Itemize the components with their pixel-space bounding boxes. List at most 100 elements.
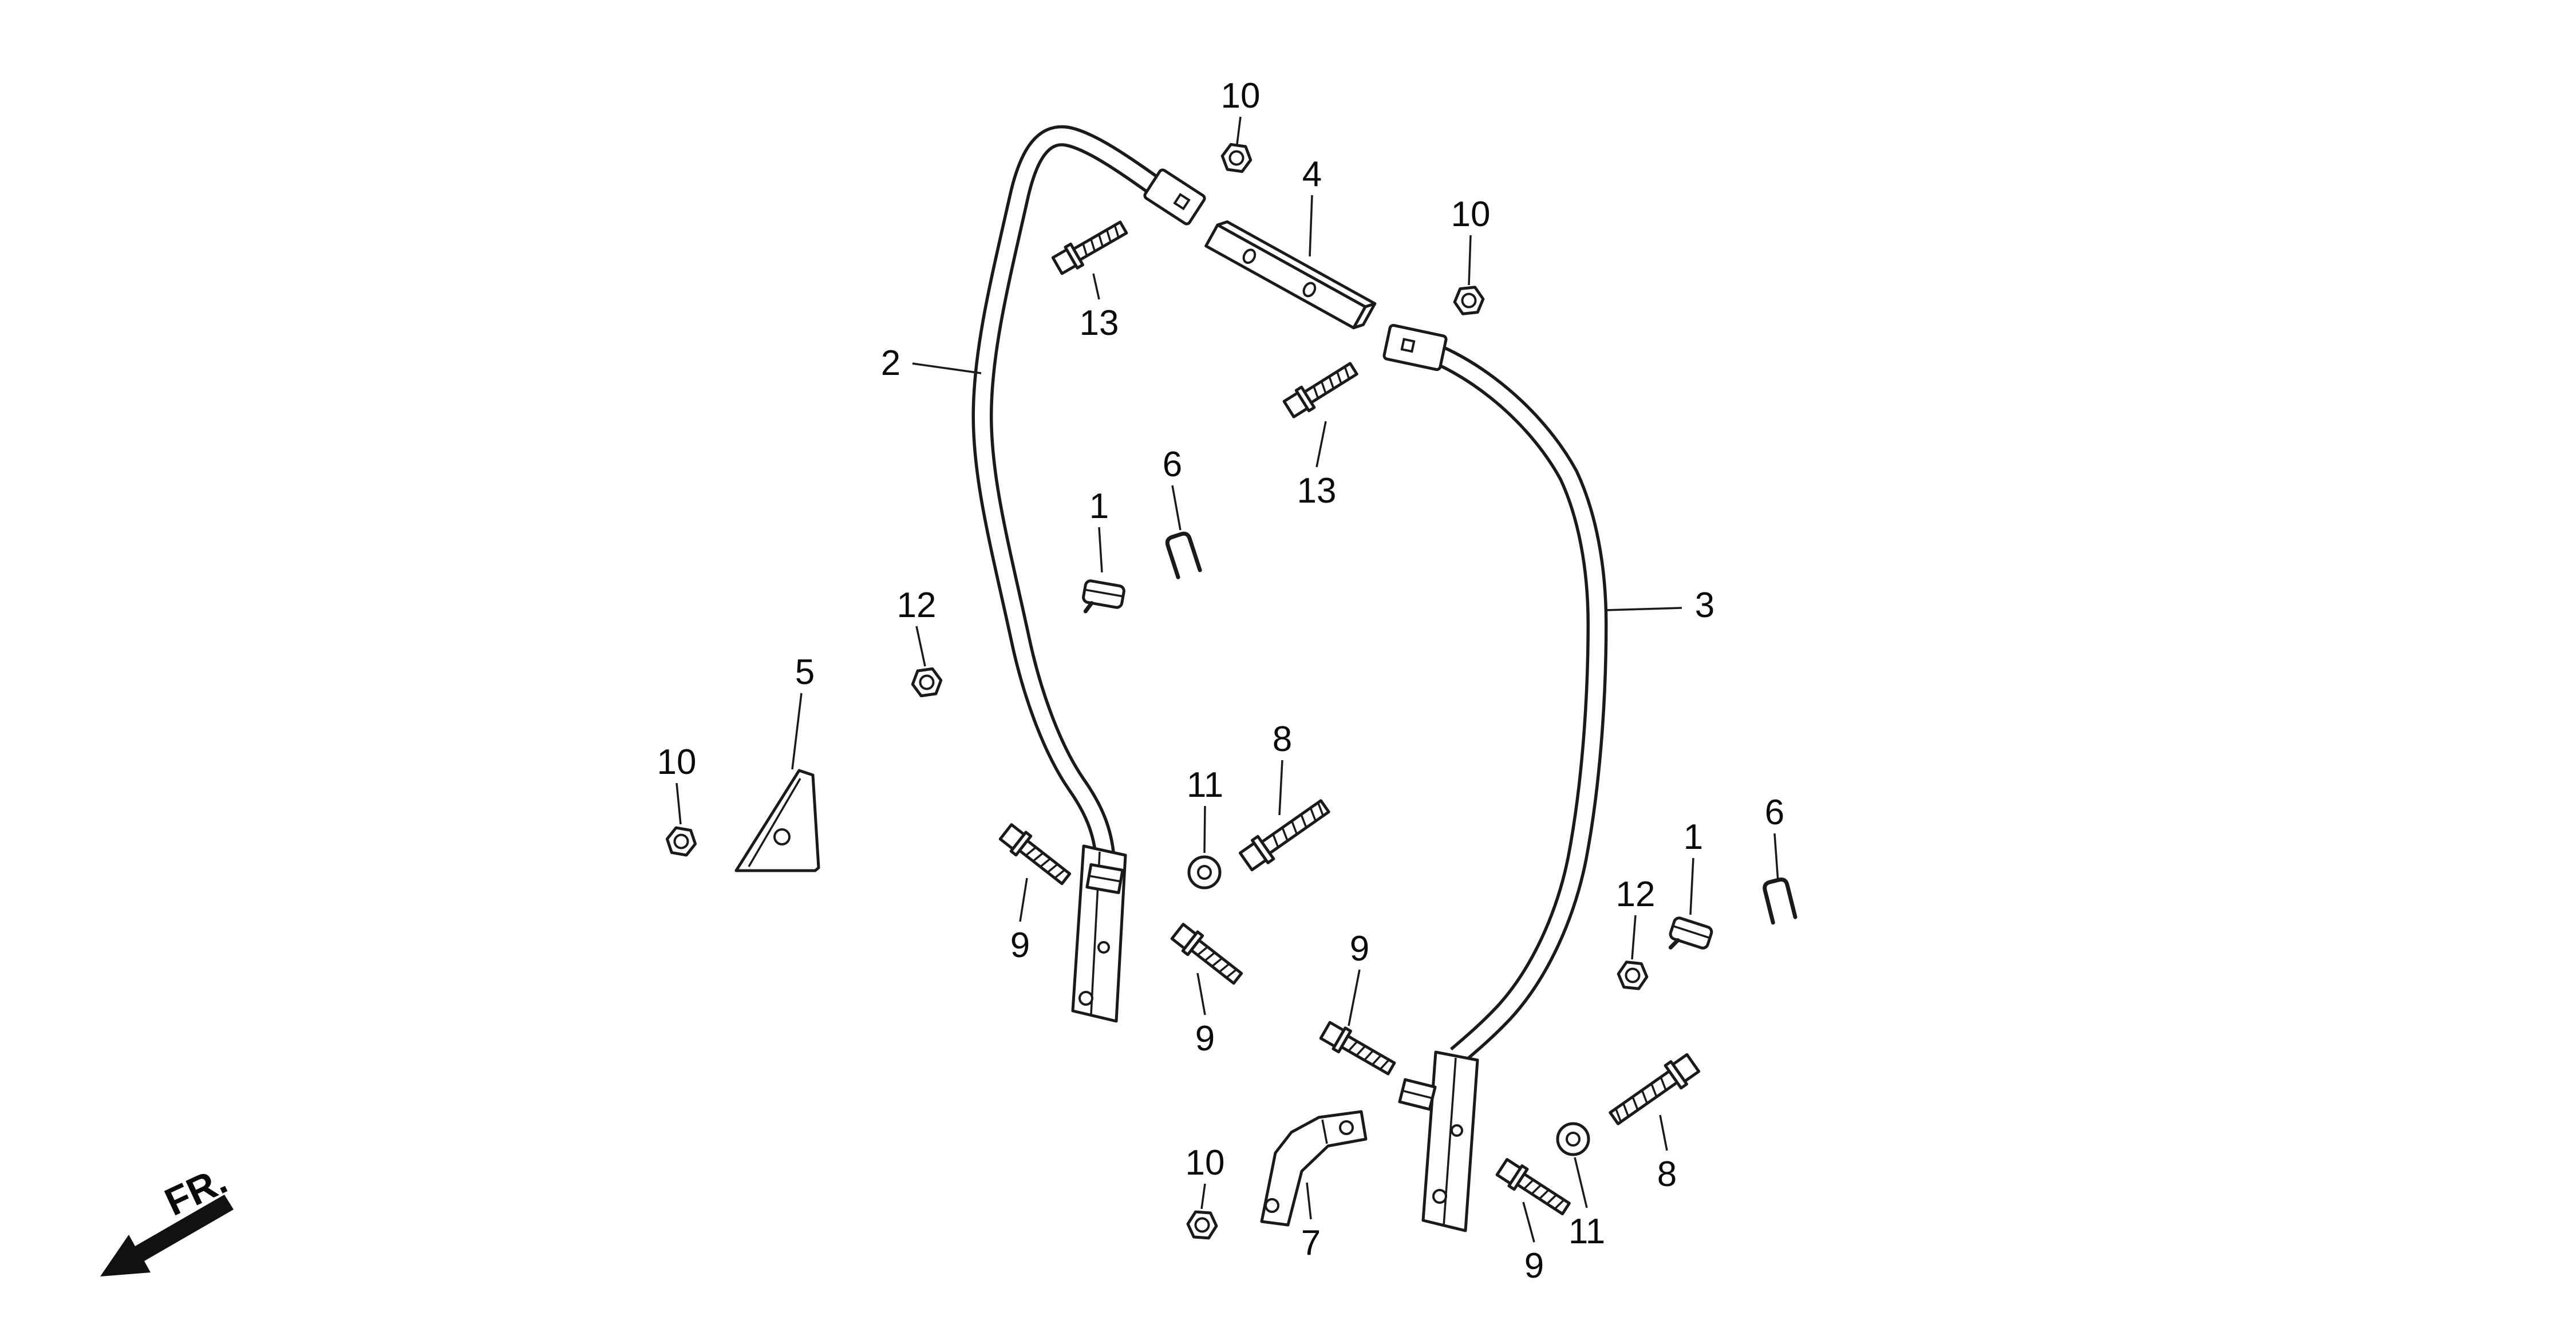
callout-number: 4: [1302, 155, 1322, 194]
callout-number: 9: [1195, 1019, 1215, 1058]
callout-leader-line: [912, 362, 982, 374]
callout-12b: 12: [1616, 875, 1656, 960]
callout-number: 3: [1695, 586, 1714, 625]
callout-7: 7: [1301, 1182, 1321, 1263]
callout-4: 4: [1302, 155, 1322, 257]
cap-nut-12-a: [911, 668, 943, 697]
callout-10c: 10: [657, 742, 697, 825]
flange-bolt-13-a: [1052, 217, 1129, 276]
callout-leader-line: [1092, 273, 1100, 300]
callout-leader-line: [1236, 116, 1242, 145]
clamp-1-a: [1081, 580, 1124, 617]
callout-11b: 11: [1568, 1157, 1605, 1251]
callout-number: 12: [897, 586, 937, 625]
callout-number: 7: [1301, 1223, 1321, 1263]
flange-bolt-9-b: [1170, 922, 1245, 988]
callout-2: 2: [881, 343, 982, 383]
callout-10d: 10: [1186, 1143, 1225, 1210]
gusset-bracket: [734, 769, 820, 872]
callout-1b: 1: [1684, 817, 1703, 915]
callout-9d: 9: [1522, 1201, 1544, 1286]
callout-leader-line: [1019, 878, 1028, 922]
flange-nut-10-a: [1220, 144, 1253, 173]
callout-13b: 13: [1297, 421, 1337, 511]
callout-8a: 8: [1273, 720, 1292, 816]
callout-number: 13: [1080, 303, 1119, 343]
callout-number: 13: [1297, 471, 1337, 511]
callout-number: 9: [1010, 926, 1030, 965]
clamp-1-b: [1666, 916, 1713, 958]
long-bolt-8-b: [1606, 1052, 1701, 1129]
flange-bolt-9-d: [1495, 1157, 1572, 1219]
u-clip-6-a: [1165, 532, 1200, 577]
pipe-right-end-fitting: [1382, 323, 1448, 371]
callout-leader-line: [1631, 915, 1637, 960]
callout-number: 11: [1187, 765, 1223, 805]
callout-number: 9: [1524, 1246, 1544, 1286]
callout-number: 10: [1186, 1143, 1225, 1183]
callout-number: 10: [657, 742, 697, 782]
callout-number: 12: [1616, 875, 1656, 914]
callout-leader-line: [1522, 1201, 1535, 1243]
callout-9b: 9: [1195, 973, 1215, 1058]
callout-leader-line: [1278, 760, 1283, 816]
callout-number: 10: [1221, 76, 1261, 116]
callout-number: 1: [1089, 487, 1109, 526]
roll-bar-pipe-left: [971, 125, 1177, 857]
roll-bar-pipe-right: [1402, 333, 1608, 1065]
callout-leader-line: [1659, 1114, 1668, 1151]
cap-nut-12-b: [1617, 962, 1648, 990]
callout-layer: 10 4 10 13 2 13 1 6 12 5 10 3 9 11 8 9 9 12 1 6 8 11 9 7 10: [657, 76, 1785, 1286]
u-clip-6-b: [1763, 878, 1795, 923]
callout-leader-line: [675, 782, 682, 825]
callout-10a: 10: [1221, 76, 1261, 145]
callout-5: 5: [791, 653, 815, 770]
callout-number: 9: [1350, 929, 1369, 969]
callout-leader-line: [915, 626, 926, 667]
flange-nut-10-b: [1453, 287, 1484, 315]
callout-number: 6: [1765, 793, 1784, 832]
callout-leader-line: [1306, 1182, 1312, 1220]
callout-number: 1: [1684, 817, 1703, 857]
washer-11-a: [1189, 857, 1220, 888]
pipe-left-end-fitting: [1143, 168, 1206, 226]
flange-bolt-13-b: [1283, 358, 1360, 419]
callout-number: 10: [1451, 195, 1491, 234]
callout-leader-line: [1605, 607, 1682, 611]
callout-number: 5: [795, 653, 815, 692]
long-bolt-8-a: [1238, 795, 1333, 873]
callout-10b: 10: [1451, 195, 1491, 286]
callout-number: 8: [1657, 1155, 1677, 1194]
callout-leader-line: [1468, 235, 1472, 286]
cross-bar: [1204, 220, 1377, 330]
pipe-left-foot-bracket: [1071, 844, 1127, 1023]
callout-leader-line: [1348, 969, 1361, 1026]
callout-leader-line: [1171, 485, 1182, 531]
callout-leader-line: [1773, 833, 1779, 882]
callout-6b: 6: [1765, 793, 1784, 882]
washer-11-b: [1558, 1124, 1589, 1155]
callout-number: 2: [881, 343, 900, 383]
callout-leader-line: [1315, 421, 1327, 468]
callout-number: 8: [1273, 720, 1292, 759]
callout-leader-line: [1203, 805, 1206, 853]
fr-arrow-icon: [100, 1195, 234, 1276]
callout-leader-line: [1098, 527, 1103, 573]
pipe-right-foot-bracket: [1398, 1050, 1479, 1232]
flange-nut-10-d: [1187, 1211, 1218, 1238]
flange-bolt-9-c: [1319, 1020, 1397, 1079]
callout-leader-line: [1196, 973, 1206, 1015]
callout-number: 11: [1568, 1212, 1605, 1251]
callout-11a: 11: [1187, 765, 1223, 853]
callout-3: 3: [1605, 586, 1714, 625]
callout-6a: 6: [1163, 445, 1182, 531]
flange-nut-10-c: [665, 827, 698, 856]
fr-direction-indicator: FR.: [100, 1159, 234, 1276]
callout-leader-line: [1574, 1157, 1588, 1208]
callout-8b: 8: [1657, 1114, 1677, 1194]
callout-12a: 12: [897, 586, 937, 667]
callout-leader-line: [1309, 195, 1313, 257]
callout-number: 6: [1163, 445, 1182, 484]
callout-leader-line: [1689, 857, 1694, 915]
